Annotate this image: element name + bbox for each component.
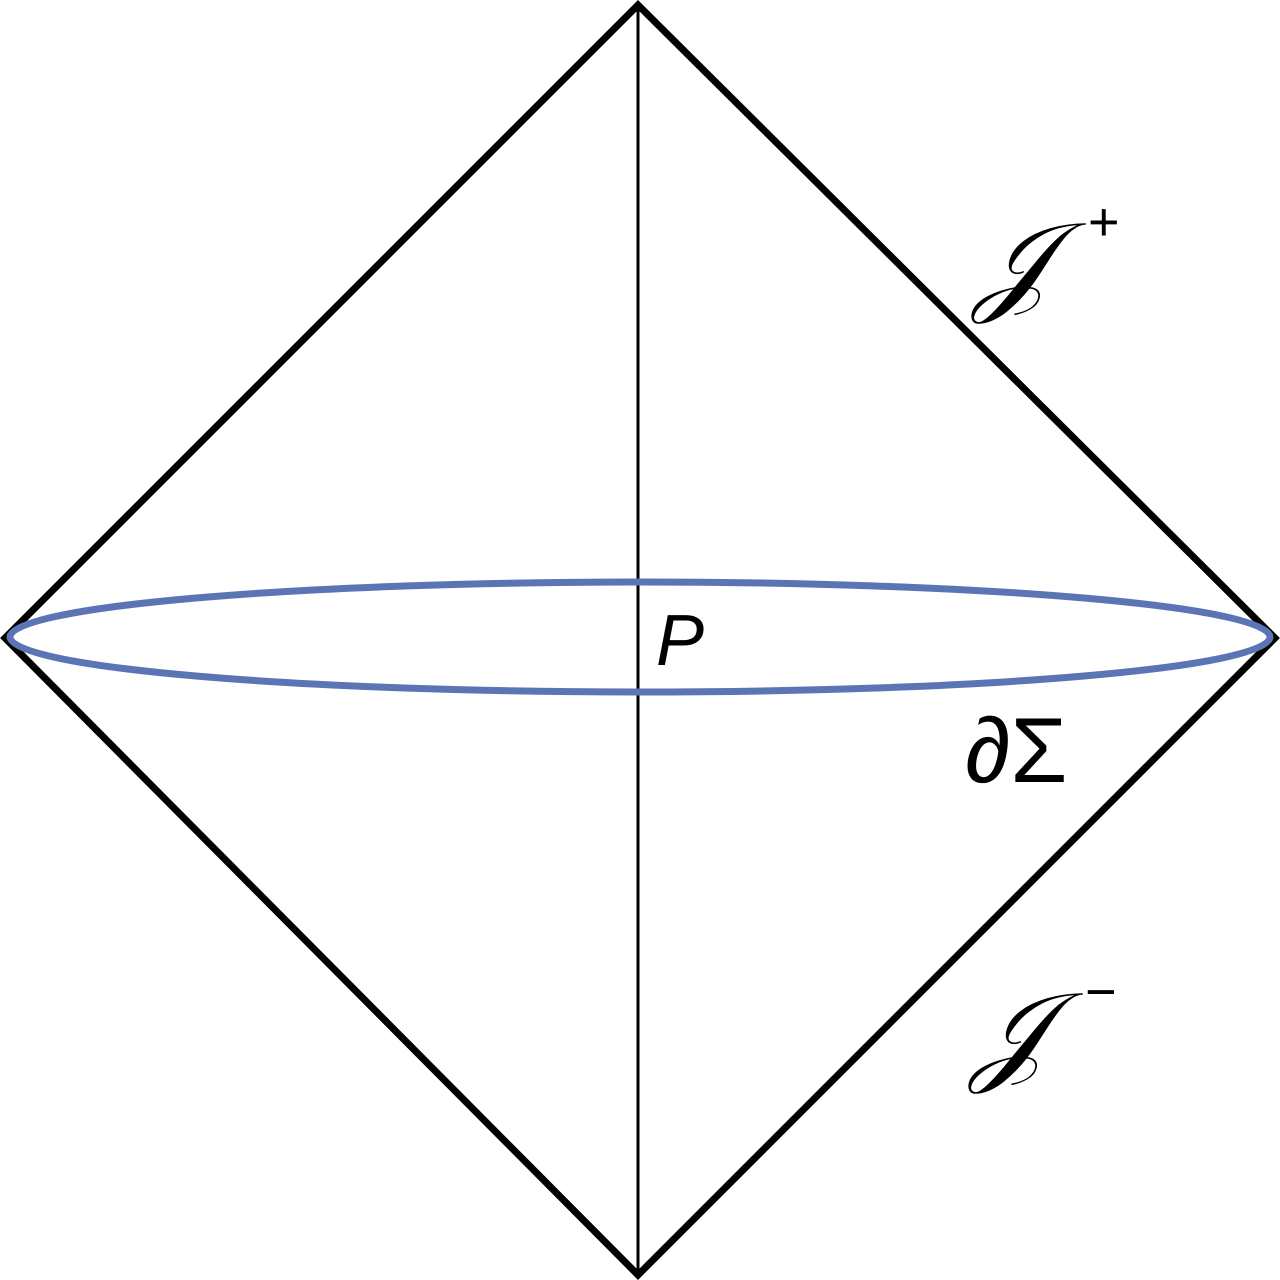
cauchy-surface-ellipse: [6, 578, 1274, 696]
boundary-sigma-label: ∂Σ: [965, 700, 1067, 802]
scri-minus-superscript: −: [1085, 962, 1117, 1022]
point-p-label: P: [656, 601, 704, 681]
scri-plus-superscript: +: [1088, 192, 1120, 252]
